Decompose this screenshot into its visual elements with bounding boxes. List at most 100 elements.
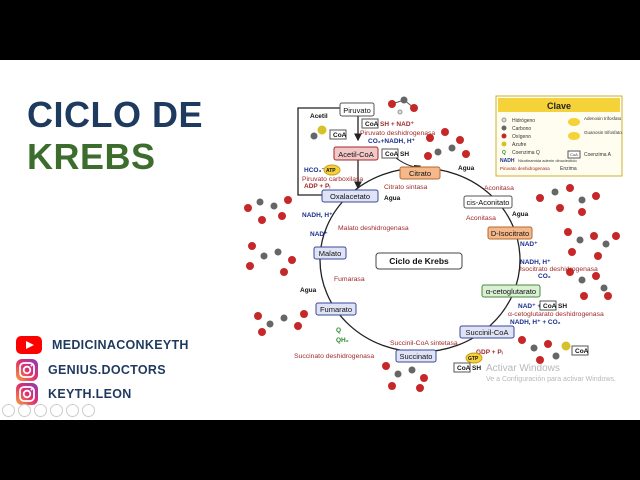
cofactor-coa-5: CoA (457, 365, 471, 372)
molecule-citrato (424, 128, 470, 160)
social-instagram-2-handle: KEYTH.LEON (48, 387, 132, 401)
social-youtube[interactable]: MEDICINACONKEYTH (16, 335, 189, 355)
svg-text:Q: Q (502, 150, 506, 156)
svg-text:Nicotinamida adenin dinucleóti: Nicotinamida adenin dinucleótido (518, 158, 577, 163)
svg-text:cis-Aconitato: cis-Aconitato (467, 198, 510, 207)
cofactor-qh2: QH₂ (336, 337, 349, 344)
metabolite-fumarato: Fumarato (315, 302, 357, 316)
instagram-icon (16, 359, 38, 381)
cofactor-nadh-co2: NADH, H⁺ + CO₂ (510, 319, 561, 326)
svg-text:Oxalacetato: Oxalacetato (330, 192, 370, 201)
molecule-malato (246, 242, 296, 276)
enzyme-piruvato-dh: Piruvato deshidrogenasa (360, 130, 435, 137)
enzyme-malato-dh: Malato deshidrogenasa (338, 225, 409, 232)
molecule-acetil-coa (310, 125, 327, 140)
svg-text:Adenosin trifosfato: Adenosin trifosfato (584, 116, 622, 121)
cofactor-gdp-pi: GDP + Pᵢ (476, 349, 503, 356)
svg-text:Piruvato: Piruvato (343, 106, 371, 115)
svg-text:Hidrógeno: Hidrógeno (512, 118, 535, 124)
cofactor-nad-1: NAD⁺ (310, 231, 328, 238)
cofactor-coa-6: CoA (575, 348, 589, 355)
prev-icon[interactable] (2, 404, 15, 417)
svg-text:Coenzima Q: Coenzima Q (512, 150, 540, 156)
molecule-cis-aconitato (536, 184, 600, 216)
metabolite-malato: Malato (313, 246, 347, 260)
next-icon[interactable] (18, 404, 31, 417)
cofactor-agua-3: Agua (512, 211, 529, 218)
key-legend: Clave Hidrógeno Carbono Oxígeno Azufre Q… (495, 95, 623, 177)
metabolite-cetoglutarato: α-cetoglutarato (481, 284, 541, 298)
pen-icon[interactable] (34, 404, 47, 417)
slides-icon[interactable] (50, 404, 63, 417)
molecule-succinato (382, 362, 428, 392)
center-label: Ciclo de Krebs (375, 252, 463, 270)
youtube-icon (16, 336, 42, 354)
molecule-succinil-coa (518, 336, 571, 364)
svg-text:Guanosin trifosfato: Guanosin trifosfato (584, 130, 622, 135)
svg-text:Piruvato deshidrogenasa: Piruvato deshidrogenasa (500, 166, 550, 171)
enzyme-succinato-dh: Succinato deshidrogenasa (294, 353, 374, 360)
cofactor-gtp: GTP (468, 356, 479, 362)
windows-activation-watermark: Activar Windows Ve a Configuración para … (486, 363, 616, 383)
enzyme-aconitasa-1: Aconitasa (484, 185, 514, 192)
social-youtube-handle: MEDICINACONKEYTH (52, 338, 189, 352)
cofactor-coa: CoA (333, 132, 347, 139)
molecule-oxalacetato (244, 196, 292, 224)
cofactor-co2-nadh: CO₂+NADH, H⁺ (368, 138, 416, 145)
social-instagram-1-handle: GENIUS.DOCTORS (48, 363, 166, 377)
molecule-fumarato (254, 310, 308, 336)
cofactor-sh: SH (400, 151, 409, 158)
svg-text:Carbono: Carbono (512, 126, 531, 132)
slide: CICLO DE KREBS MEDICINACONKEYTH GENIUS.D… (0, 60, 640, 420)
social-instagram-1[interactable]: GENIUS.DOCTORS (16, 359, 166, 381)
molecule-cetoglutarato (566, 268, 612, 300)
svg-text:Malato: Malato (319, 249, 342, 258)
svg-text:Acetil-CoA: Acetil-CoA (338, 150, 373, 159)
metabolite-succinil-coa: Succinil-CoA (459, 325, 515, 339)
enzyme-fumarasa: Fumarasa (334, 276, 365, 283)
svg-text:Ciclo de Krebs: Ciclo de Krebs (389, 256, 449, 266)
cofactor-co2-a: CO₂ (538, 273, 551, 280)
enzyme-succinil-sintetasa: Succinil-CoA sintetasa (390, 340, 458, 347)
instagram-icon (16, 383, 38, 405)
molecule-piruvato (388, 96, 418, 115)
cofactor-hco3: HCO₃⁻+ (304, 167, 329, 174)
cofactor-coa-2: CoA (365, 121, 379, 128)
social-instagram-2[interactable]: KEYTH.LEON (16, 383, 132, 405)
metabolite-oxalacetato: Oxalacetato (321, 189, 379, 203)
enzyme-aconitasa-2: Aconitasa (466, 215, 496, 222)
enzyme-piruvato-carb: Piruvato carboxilasa (302, 176, 363, 183)
svg-text:Coenzima A: Coenzima A (584, 152, 612, 158)
cofactor-agua-1: Agua (384, 195, 401, 202)
krebs-cycle-diagram: Piruvato Acetil-CoA Citrato cis-Aconitat… (244, 95, 623, 392)
zoom-icon[interactable] (66, 404, 79, 417)
key-title: Clave (547, 101, 571, 111)
svg-text:α-cetoglutarato: α-cetoglutarato (486, 287, 536, 296)
cofactor-nadh-h-2: NADH, H⁺ (520, 259, 551, 266)
cofactor-adp-pi: ADP + Pᵢ (304, 183, 330, 190)
svg-text:Enzima: Enzima (560, 166, 577, 172)
cofactor-agua-4: Agua (300, 287, 317, 294)
cofactor-agua-2: Agua (458, 165, 475, 172)
title-line-1: CICLO DE (27, 94, 204, 135)
presentation-toolbar[interactable] (2, 404, 95, 417)
cofactor-q: Q (336, 327, 341, 334)
cofactor-atp: ATP (326, 168, 336, 174)
svg-text:NADH: NADH (500, 158, 515, 164)
more-icon[interactable] (82, 404, 95, 417)
cofactor-nad-2: NAD⁺ (520, 241, 538, 248)
enzyme-isocitrato-dh: Isocitrato deshidrogenasa (520, 266, 598, 273)
cofactor-coa-3: CoA (385, 151, 399, 158)
metabolite-acetil-coa: Acetil-CoA (333, 146, 379, 161)
metabolite-citrato: Citrato (399, 166, 441, 180)
metabolite-piruvato: Piruvato (339, 102, 375, 117)
cofactor-sh-2: SH (558, 303, 567, 310)
molecule-isocitrato (564, 228, 620, 260)
svg-text:Succinato: Succinato (400, 352, 433, 361)
svg-text:CoA: CoA (570, 152, 578, 157)
cofactor-acetil: Acetil (310, 113, 328, 120)
svg-text:Fumarato: Fumarato (320, 305, 352, 314)
title-line-2: KREBS (27, 136, 156, 177)
cofactor-coa-4: CoA (543, 303, 557, 310)
svg-text:D-Isocitrato: D-Isocitrato (491, 229, 529, 238)
